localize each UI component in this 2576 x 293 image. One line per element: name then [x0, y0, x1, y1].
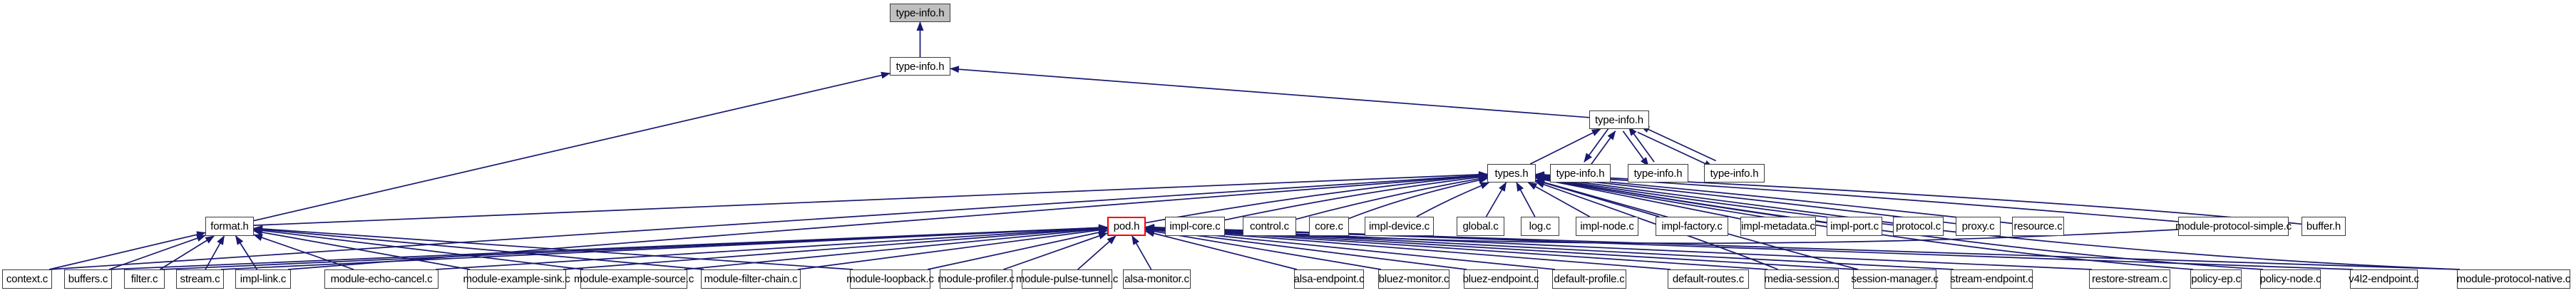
- edge-global-types: [1485, 182, 1507, 217]
- edge-ti3-ti4b: [1622, 130, 1649, 167]
- node-impldevice[interactable]: impl-device.c: [1365, 217, 1434, 236]
- node-control[interactable]: control.c: [1243, 217, 1296, 236]
- node-implfactory[interactable]: impl-factory.c: [1656, 217, 1728, 236]
- node-mediasession[interactable]: media-session.c: [1764, 269, 1839, 289]
- edge-ti3-ti4c: [1637, 131, 1714, 168]
- edge-alsamon-pod: [1132, 235, 1152, 270]
- node-stream[interactable]: stream.c: [176, 269, 224, 289]
- node-implnode[interactable]: impl-node.c: [1576, 217, 1638, 236]
- edge-mpt-pod: [1077, 235, 1117, 270]
- edge-impldevice-types: [1416, 182, 1490, 217]
- node-policyep[interactable]: policy-ep.c: [2190, 269, 2242, 289]
- node-buffer[interactable]: buffer.h: [2302, 217, 2346, 236]
- edge-alsaep-pod: [1145, 230, 1298, 270]
- node-mps[interactable]: module-protocol-simple.c: [2175, 217, 2292, 236]
- edge-ti4b-ti3: [1628, 126, 1655, 163]
- edge-mpn-types: [1535, 175, 2460, 270]
- edge-stream-pod: [220, 224, 1108, 270]
- edge-buffersc-format: [108, 235, 206, 270]
- node-context[interactable]: context.c: [2, 269, 52, 289]
- node-pod[interactable]: pod.h: [1107, 217, 1146, 236]
- node-alsamon[interactable]: alsa-monitor.c: [1123, 269, 1191, 289]
- node-implport[interactable]: impl-port.c: [1827, 217, 1882, 236]
- node-mesink[interactable]: module-example-sink.c: [463, 269, 570, 289]
- node-format[interactable]: format.h: [205, 217, 254, 236]
- edge-ti3-ti4a: [1584, 126, 1611, 163]
- node-impllink[interactable]: impl-link.c: [235, 269, 291, 289]
- node-implcore[interactable]: impl-core.c: [1165, 217, 1225, 236]
- edge-mprof-pod: [1003, 232, 1108, 270]
- edge-policyep-types: [1535, 175, 2194, 270]
- edge-mesink-pod: [563, 225, 1108, 270]
- node-mpt[interactable]: module-pulse-tunnel.c: [1016, 269, 1118, 289]
- edge-implnode-types: [1527, 182, 1591, 217]
- edge-ti4a-ti3: [1589, 130, 1616, 167]
- node-ti1[interactable]: type-info.h: [890, 4, 950, 22]
- edge-filterc-format: [159, 235, 215, 270]
- node-types[interactable]: types.h: [1487, 164, 1536, 183]
- node-filterc[interactable]: filter.c: [124, 269, 165, 289]
- node-ti2[interactable]: type-info.h: [890, 57, 950, 76]
- edge-mfc-format: [253, 226, 704, 270]
- edge-group: [48, 21, 2460, 270]
- node-mec[interactable]: module-echo-cancel.c: [324, 269, 438, 289]
- edge-mediasession-types: [1535, 181, 1779, 270]
- edge-types-ti3: [1529, 128, 1601, 165]
- edge-ti3-ti2: [950, 66, 1590, 118]
- node-ti4a[interactable]: type-info.h: [1550, 164, 1611, 183]
- node-proxy[interactable]: proxy.c: [1956, 217, 2001, 236]
- edge-defroutes-pod: [1145, 225, 1671, 270]
- edge-ti4c-ti3: [1640, 125, 1716, 162]
- edge-mec-pod: [435, 225, 1108, 270]
- node-alsaep[interactable]: alsa-endpoint.c: [1294, 269, 1365, 289]
- edge-mps-pod: [1145, 224, 2179, 245]
- edge-context-types: [48, 172, 1488, 270]
- node-mloop[interactable]: module-loopback.c: [846, 269, 934, 289]
- node-mesource[interactable]: module-example-source.c: [574, 269, 694, 289]
- edge-mfc-pod: [797, 226, 1108, 270]
- edge-mesource-pod: [684, 225, 1108, 270]
- edge-control-types: [1295, 175, 1488, 220]
- node-core[interactable]: core.c: [1309, 217, 1349, 236]
- edge-implcore-types: [1224, 173, 1488, 221]
- node-buffersc[interactable]: buffers.c: [64, 269, 112, 289]
- edge-implmetadata-types: [1535, 176, 1741, 220]
- edge-bluezmon-pod: [1145, 227, 1382, 270]
- node-bluezmon[interactable]: bluez-monitor.c: [1378, 269, 1449, 289]
- node-policynode[interactable]: policy-node.c: [2260, 269, 2321, 289]
- node-mprof[interactable]: module-profiler.c: [938, 269, 1015, 289]
- edge-context-format: [48, 231, 206, 270]
- edge-stream-format: [205, 235, 225, 270]
- node-mpn[interactable]: module-protocol-native.c: [2457, 269, 2570, 289]
- node-v4l2ep[interactable]: v4l2-endpoint.c: [2349, 269, 2419, 289]
- node-resource[interactable]: resource.c: [2012, 217, 2064, 236]
- edge-format-types: [253, 170, 1488, 226]
- edge-mesource-format: [253, 227, 584, 270]
- edge-mesink-format: [253, 228, 471, 270]
- edge-log-types: [1516, 182, 1536, 217]
- node-ti4c[interactable]: type-info.h: [1704, 164, 1765, 183]
- node-ti3[interactable]: type-info.h: [1589, 110, 1649, 129]
- node-mfc[interactable]: module-filter-chain.c: [701, 269, 801, 289]
- edge-mloop-pod: [927, 229, 1108, 270]
- edge-protocol-types: [1535, 174, 1894, 224]
- node-protocol[interactable]: protocol.c: [1893, 217, 1944, 236]
- node-defroutes[interactable]: default-routes.c: [1668, 269, 1749, 289]
- edge-restorestream-pod: [1145, 224, 2093, 270]
- node-sessionmgr[interactable]: session-manager.c: [1851, 269, 1939, 289]
- node-defprofile[interactable]: default-profile.c: [1552, 269, 1626, 289]
- node-log[interactable]: log.c: [1521, 217, 1559, 236]
- node-streamep[interactable]: stream-endpoint.c: [1950, 269, 2033, 289]
- edge-format-ti2: [253, 71, 891, 222]
- node-ti4b[interactable]: type-info.h: [1628, 164, 1688, 183]
- node-bluezep[interactable]: bluez-endpoint.c: [1463, 269, 1539, 289]
- edge-core-types: [1348, 176, 1488, 220]
- node-implmetadata[interactable]: impl-metadata.c: [1740, 217, 1816, 236]
- edge-pod-types: [1145, 173, 1488, 224]
- node-global[interactable]: global.c: [1457, 217, 1504, 236]
- node-restorestream[interactable]: restore-stream.c: [2089, 269, 2170, 289]
